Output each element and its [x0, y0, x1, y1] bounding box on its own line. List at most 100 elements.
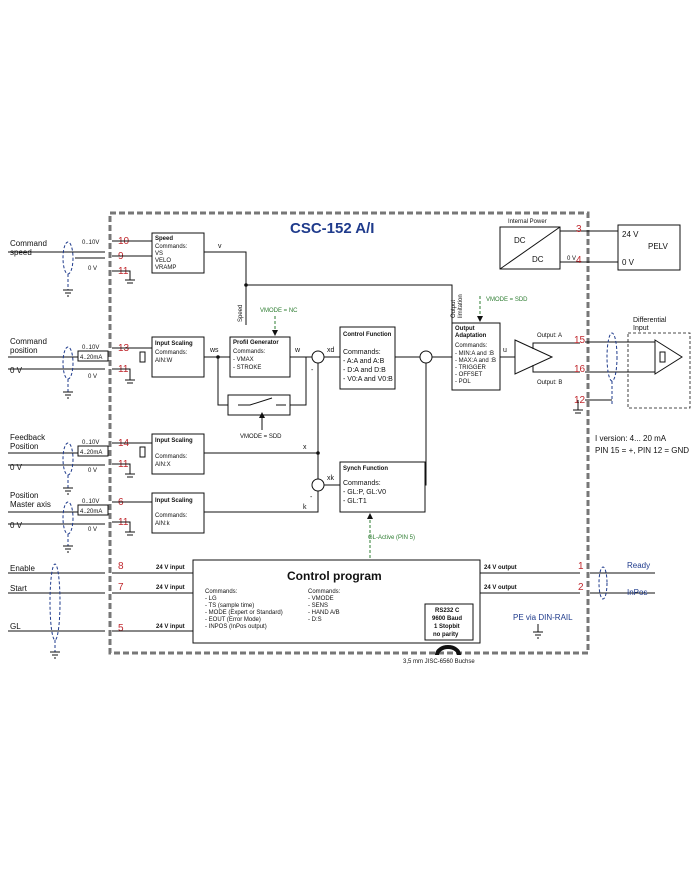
label-k: k — [303, 504, 307, 511]
label-gl-active: GL-Active (PIN 5) — [368, 535, 415, 541]
svg-text:DC: DC — [514, 236, 526, 245]
svg-text:no parity: no parity — [433, 632, 459, 638]
pin-7: 7 — [118, 582, 124, 593]
label-output-limitation: Outputlimitation — [451, 294, 464, 318]
svg-text:Commands:: Commands: — [455, 343, 488, 349]
label-vmode-sdd-top: VMODE = SDD — [486, 297, 528, 303]
pin-1: 1 — [578, 561, 584, 572]
svg-text:-: - — [311, 367, 314, 374]
svg-text:- POL: - POL — [455, 379, 471, 385]
svg-text:24 V: 24 V — [622, 230, 639, 239]
pin-4: 4 — [576, 255, 582, 266]
pin-16: 16 — [574, 364, 586, 375]
label-x: x — [303, 444, 307, 451]
shield-output — [606, 332, 618, 382]
speed-block — [151, 232, 205, 274]
label-internal-power: Internal Power — [508, 219, 547, 225]
label-ready: Ready — [627, 561, 650, 570]
svg-text:- GL:P, GL:V0: - GL:P, GL:V0 — [343, 489, 386, 496]
svg-text:- MAX:A and :B: - MAX:A and :B — [455, 358, 496, 364]
svg-text:AIN:k: AIN:k — [155, 521, 171, 527]
svg-text:DC: DC — [532, 255, 544, 264]
svg-text:Commands:: Commands: — [155, 350, 188, 356]
svg-text:- VMODE: - VMODE — [308, 596, 334, 602]
input-scaling-w-block — [151, 336, 205, 378]
svg-text:4..20mA: 4..20mA — [80, 509, 102, 515]
resistor — [139, 351, 146, 363]
svg-text:- TRIGGER: - TRIGGER — [455, 365, 487, 371]
pin-8: 8 — [118, 561, 124, 572]
label-vmode-sdd-bottom: VMODE = SDD — [240, 434, 282, 440]
svg-text:- GL:T1: - GL:T1 — [343, 498, 367, 505]
summing-junction-1 — [311, 350, 325, 364]
svg-text:-: - — [310, 494, 313, 501]
svg-text:- STROKE: - STROKE — [233, 365, 261, 371]
label-u: u — [503, 347, 507, 354]
differential-input-box — [627, 332, 691, 409]
speed-block-line: VRAMP — [155, 265, 176, 271]
svg-text:0 V: 0 V — [10, 521, 23, 530]
label-start: Start — [10, 584, 28, 593]
label-0-10v-position: 0..10V — [82, 345, 99, 351]
svg-text:AIN:X: AIN:X — [155, 462, 171, 468]
speed-block-line: Commands: — [155, 244, 188, 250]
svg-text:Synch Function: Synch Function — [343, 466, 388, 472]
input-scaling-k-block — [151, 492, 205, 534]
svg-text:- V0:A and V0:B: - V0:A and V0:B — [343, 376, 393, 383]
svg-text:- VMAX: - VMAX — [233, 357, 254, 363]
label-0-10v-speed: 0..10V — [82, 240, 99, 246]
svg-text:Input Scaling: Input Scaling — [155, 498, 193, 504]
svg-text:- MODE (Expert or Standard): - MODE (Expert or Standard) — [205, 610, 283, 616]
label-pe-din-rail: PE via DIN-RAIL — [513, 613, 573, 622]
label-0v-position-inner: 0 V — [88, 374, 97, 380]
pin-3: 3 — [576, 224, 582, 235]
svg-text:Commands:: Commands: — [343, 349, 381, 356]
svg-text:- LG: - LG — [205, 596, 217, 602]
control-program-title: Control program — [287, 569, 382, 583]
label-4-20ma-position: 4..20mA — [80, 355, 102, 361]
label-v: v — [218, 243, 222, 250]
svg-text:- OFFSET: - OFFSET — [455, 372, 483, 378]
rs232-box — [424, 603, 474, 641]
svg-text:24 V output: 24 V output — [484, 585, 517, 591]
input-scaling-x-block — [151, 433, 205, 475]
svg-text:9600 Baud: 9600 Baud — [432, 616, 462, 622]
pin-5: 5 — [118, 623, 124, 634]
label-output-b: Output: B — [537, 380, 562, 386]
svg-text:4..20mA: 4..20mA — [80, 450, 102, 456]
svg-text:Commands:: Commands: — [155, 513, 188, 519]
shield-command-position — [62, 346, 74, 380]
svg-text:- D:S: - D:S — [308, 617, 322, 623]
label-0v-position: 0 V — [10, 366, 23, 375]
svg-text:Commands:: Commands: — [155, 454, 188, 460]
svg-text:- HAND A/B: - HAND A/B — [308, 610, 340, 616]
svg-text:Commands:: Commands: — [308, 589, 341, 595]
svg-text:Commands:: Commands: — [205, 589, 238, 595]
label-ws: ws — [209, 347, 219, 354]
speed-block-line: VS — [155, 251, 163, 257]
label-w: w — [294, 347, 301, 354]
svg-text:Input Scaling: Input Scaling — [155, 341, 193, 347]
output-adaptation-block — [451, 322, 501, 391]
svg-text:RS232 C: RS232 C — [435, 608, 460, 614]
label-jack: 3,5 mm JISC-6560 Buchse — [403, 659, 475, 665]
label-i-version-2: PIN 15 = +, PIN 12 = GND — [595, 446, 689, 455]
label-xk: xk — [327, 475, 335, 482]
pin-2: 2 — [578, 582, 584, 593]
svg-text:24 V output: 24 V output — [484, 565, 517, 571]
synch-function-block — [339, 461, 426, 513]
summing-junction-3 — [311, 478, 325, 492]
svg-text:0..10V: 0..10V — [82, 499, 99, 505]
svg-text:0..10V: 0..10V — [82, 440, 99, 446]
svg-text:Input Scaling: Input Scaling — [155, 438, 193, 444]
svg-text:24 V input: 24 V input — [156, 585, 185, 591]
pin-12: 12 — [574, 395, 586, 406]
svg-text:0 V: 0 V — [622, 258, 635, 267]
diagram-title: CSC-152 A/I — [290, 220, 374, 237]
